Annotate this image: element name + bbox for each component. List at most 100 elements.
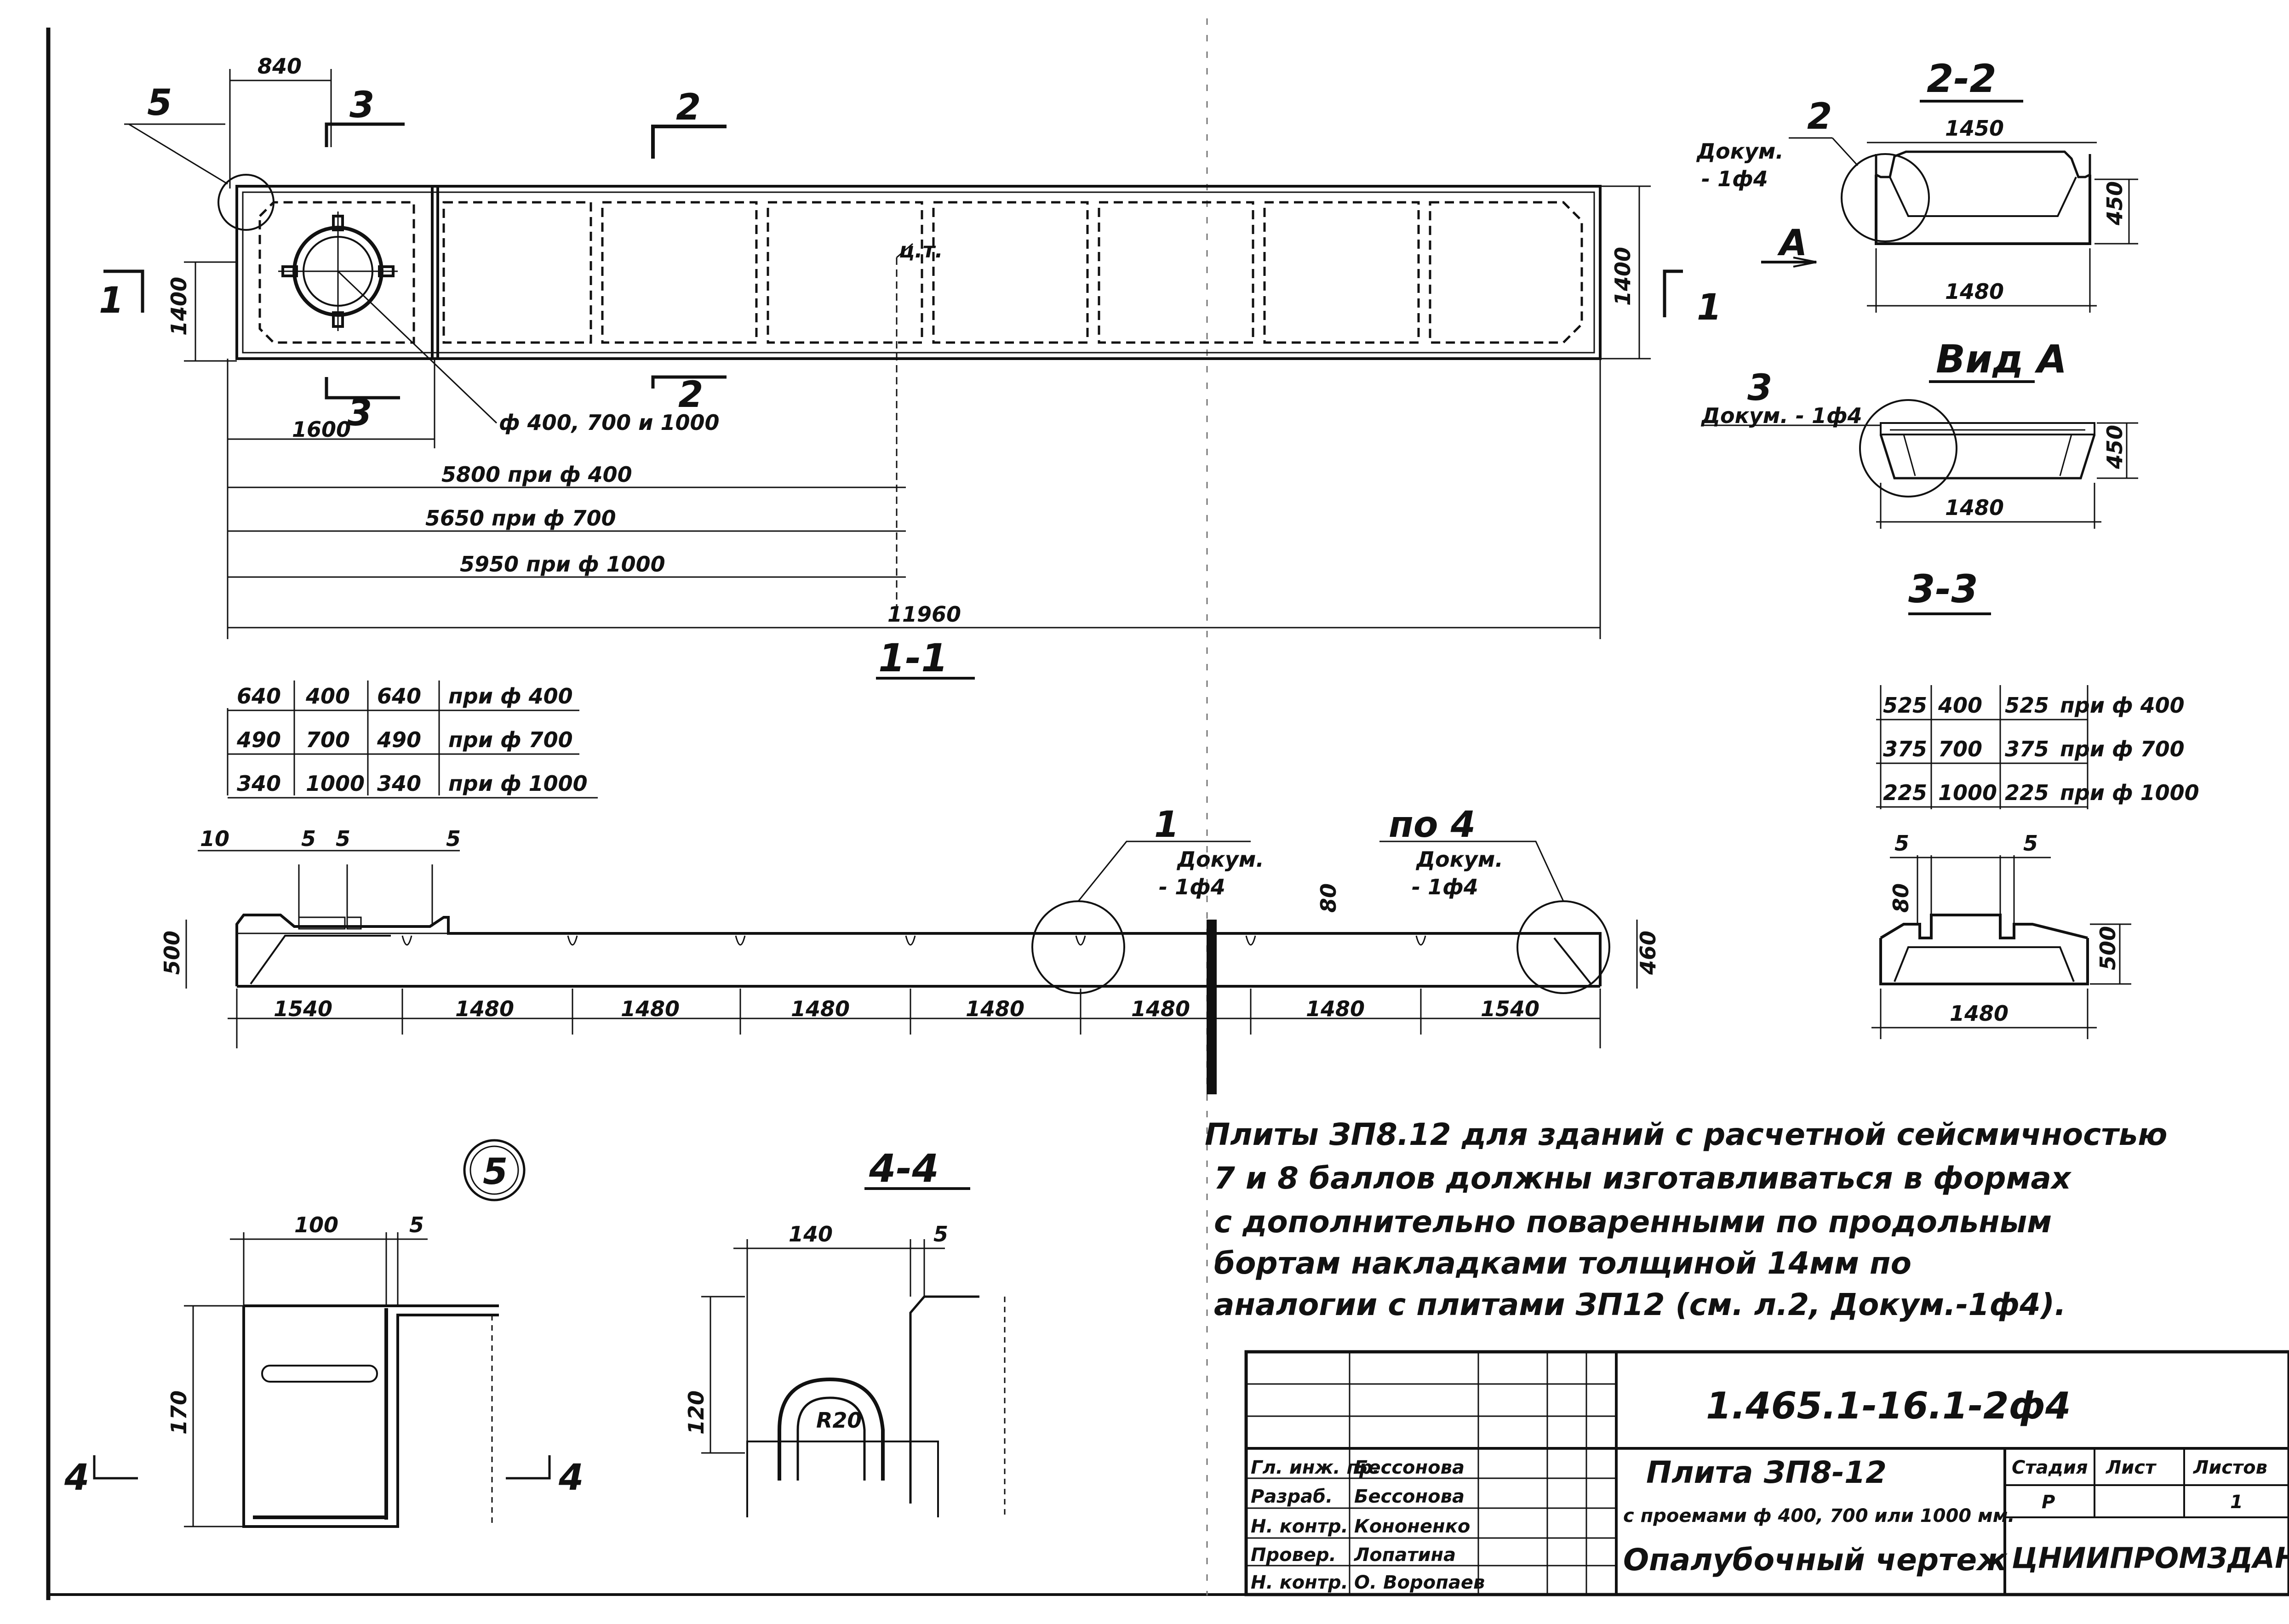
detail-5-marker	[463, 1139, 526, 1201]
s33-t-23: при ф 1000	[2060, 780, 2199, 805]
view-a-callout-num: 3	[1747, 367, 1772, 409]
s11-t-11: 700	[306, 727, 350, 752]
s11-t-12: 490	[377, 727, 421, 752]
product-name: Плита ЗП8-12	[1646, 1455, 1887, 1490]
s44-h: 120	[684, 1390, 709, 1435]
d5-cut-4-left: 4	[64, 1457, 89, 1498]
s33-t-11: 700	[1938, 737, 1982, 761]
note-line-5: аналогии с плитами ЗП12 (см. л.2, Докум.…	[1214, 1287, 2066, 1322]
product-subtitle: с проемами ф 400, 700 или 1000 мм.	[1623, 1505, 2015, 1527]
role-0: Гл. инж. пр.	[1251, 1457, 1379, 1478]
s11-b3: 1480	[791, 996, 850, 1021]
callout-5: 5	[147, 82, 172, 124]
s11-t-13: при ф 700	[448, 727, 573, 752]
section-4-4-labels: 4-4 140 5 120 R20	[684, 1146, 948, 1435]
dim-5650: 5650 при ф 700	[425, 506, 616, 531]
s11-b6: 1480	[1306, 996, 1365, 1021]
detail-2-circle	[1841, 153, 1930, 242]
s11-b1: 1480	[455, 996, 514, 1021]
view-a-bottom: 1480	[1945, 495, 2004, 520]
note-line-1: Плиты ЗП8.12 для зданий с расчетной сейс…	[1205, 1117, 2167, 1152]
doc-code: 1.465.1-16.1-2ф4	[1706, 1384, 2071, 1427]
note-line-2: 7 и 8 баллов должны изготавливаться в фо…	[1214, 1161, 2072, 1196]
s11-b4: 1480	[966, 996, 1024, 1021]
s33-t-01: 400	[1938, 693, 1982, 718]
cut-2-top: 2	[676, 87, 701, 128]
section-4-4-title: 4-4	[869, 1146, 939, 1191]
section-2-2	[1761, 100, 2138, 313]
detail-5-label: 5	[483, 1151, 508, 1193]
s11-b5: 1480	[1131, 996, 1190, 1021]
s22-top: 1450	[1945, 116, 2004, 141]
d5-w: 100	[294, 1212, 338, 1237]
note-line-4: бортам накладками толщиной 14мм по	[1214, 1246, 1911, 1281]
d5-cut-4-right: 4	[558, 1457, 584, 1498]
s11-b7: 1540	[1481, 996, 1539, 1021]
title-block-text: 1.465.1-16.1-2ф4 Плита ЗП8-12 с проемами…	[1251, 1384, 2289, 1593]
s11-d5c: 5	[446, 826, 461, 851]
view-a-title: Вид А	[1936, 337, 2067, 382]
title-block	[1244, 1350, 2289, 1596]
s44-w: 140	[789, 1222, 833, 1247]
s33-t-02: 525	[2005, 693, 2049, 718]
s11-callout1-num: 1	[1154, 804, 1179, 846]
s11-t-22: 340	[377, 771, 421, 796]
detail-5-circle	[217, 174, 275, 231]
view-a-callout-doc: Докум. - 1ф4	[1700, 403, 1862, 428]
s44-radius: R20	[816, 1408, 862, 1433]
s33-t-13: при ф 700	[2060, 737, 2185, 761]
s11-t-00: 640	[237, 684, 281, 709]
name-0: Бессонова	[1354, 1457, 1465, 1478]
s33-bottom: 1480	[1950, 1001, 2009, 1026]
s11-d80: 80	[1316, 883, 1341, 913]
s33-t-21: 1000	[1938, 780, 1997, 805]
dim-840: 840	[258, 54, 302, 79]
name-1: Бессонова	[1354, 1486, 1465, 1507]
name-2: Кононенко	[1354, 1516, 1470, 1537]
plan-labels: 840 1600 1400 1400 5800 при ф 400 5650 п…	[99, 54, 1722, 627]
role-1: Разраб.	[1251, 1486, 1333, 1507]
detail-3-circle	[1859, 399, 1957, 497]
stage-header: Стадия	[2012, 1457, 2088, 1478]
s22-callout-sheet: - 1ф4	[1701, 166, 1768, 191]
cut-1-left: 1	[99, 280, 124, 321]
cut-3-top: 3	[349, 85, 374, 126]
section-3-3	[1871, 612, 2131, 1039]
dim-1400-right: 1400	[1610, 247, 1635, 306]
s11-t-03: при ф 400	[448, 684, 573, 709]
s33-d5b: 5	[2023, 831, 2038, 856]
s11-d5b: 5	[336, 826, 350, 851]
section-4-4	[701, 1187, 1006, 1517]
stage-value: Р	[2042, 1492, 2055, 1513]
s11-callout4-doc: Докум.	[1415, 847, 1503, 872]
s33-height: 500	[2095, 926, 2120, 970]
s33-d80: 80	[1888, 883, 1913, 913]
s11-d5a: 5	[301, 826, 316, 851]
s11-callout4-num: по 4	[1389, 804, 1476, 846]
s11-d10: 10	[200, 826, 229, 851]
dim-1600: 1600	[292, 417, 351, 442]
s22-bottom: 1480	[1945, 279, 2004, 304]
s33-t-22: 225	[2005, 780, 2049, 805]
s11-b0: 1540	[274, 996, 332, 1021]
s22-callout-doc: Докум.	[1696, 139, 1784, 164]
section-1-1-title: 1-1	[878, 635, 948, 680]
sheets-header: Листов	[2193, 1457, 2267, 1478]
role-3: Провер.	[1251, 1544, 1336, 1566]
role-2: Н. контр.	[1251, 1516, 1348, 1537]
sheet-header: Лист	[2106, 1457, 2157, 1478]
section-2-2-labels: 2-2 1450 1480 450 2 Докум. - 1ф4 А	[1696, 56, 2127, 304]
s11-t-01: 400	[305, 684, 350, 709]
detail-5	[93, 1139, 551, 1528]
s11-b2: 1480	[621, 996, 680, 1021]
s33-t-03: при ф 400	[2060, 693, 2185, 718]
s11-t-21: 1000	[306, 771, 365, 796]
detail-5-labels: 5 100 5 170 4 4	[64, 1151, 584, 1498]
s11-d460: 460	[1636, 931, 1660, 975]
s33-t-10: 375	[1883, 737, 1927, 761]
section-3-3-labels: 3-3 525 400 525 при ф 400 375 700 375 пр…	[1883, 566, 2199, 1026]
sheets-value: 1	[2230, 1492, 2243, 1513]
cut-3-bottom: 3	[347, 393, 372, 434]
s11-callout4-sheet: - 1ф4	[1412, 875, 1478, 899]
s11-t-23: при ф 1000	[448, 771, 588, 796]
